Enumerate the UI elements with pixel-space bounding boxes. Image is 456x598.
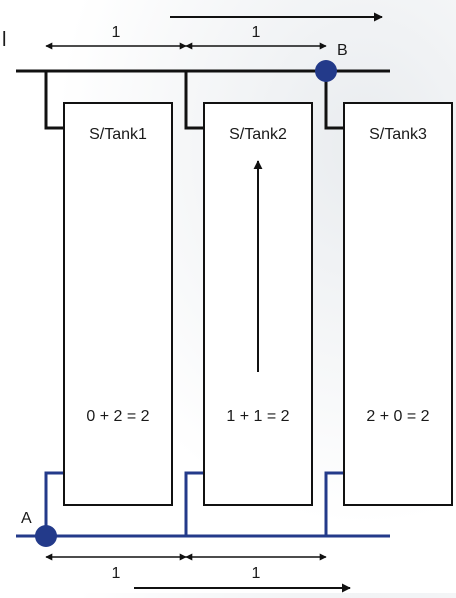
tank-3-equation: 2 + 0 = 2 [366,408,429,425]
tank-2: S/Tank2 1 + 1 = 2 [203,102,313,506]
tank-2-equation: 1 + 1 = 2 [226,408,289,425]
node-a [35,525,57,547]
tank-1-equation: 0 + 2 = 2 [86,408,149,425]
tank-1: S/Tank1 0 + 2 = 2 [63,102,173,506]
tank-3-label: S/Tank3 [369,126,427,143]
bottom-branch-tank3 [324,471,344,536]
top-spacing-label-2: 1 [252,24,261,41]
tank-1-label: S/Tank1 [89,126,147,143]
bottom-branch-tank1 [44,471,64,536]
tank-2-label: S/Tank2 [229,126,287,143]
node-a-label: A [21,510,32,527]
tank-3-body [343,102,453,506]
tank-1-body [63,102,173,506]
top-branch-tank2 [184,71,204,130]
node-b-label: B [337,42,348,59]
bottom-branch-tank2 [184,471,204,536]
top-branch-tank1 [44,71,64,130]
bottom-spacing-label-2: 1 [252,565,261,582]
top-spacing-label-1: 1 [112,24,121,41]
tank-3: S/Tank3 2 + 0 = 2 [343,102,453,506]
corner-mark: l [2,29,6,51]
node-b [315,60,337,82]
bottom-spacing-label-1: 1 [112,565,121,582]
top-branch-tank3 [324,71,344,130]
